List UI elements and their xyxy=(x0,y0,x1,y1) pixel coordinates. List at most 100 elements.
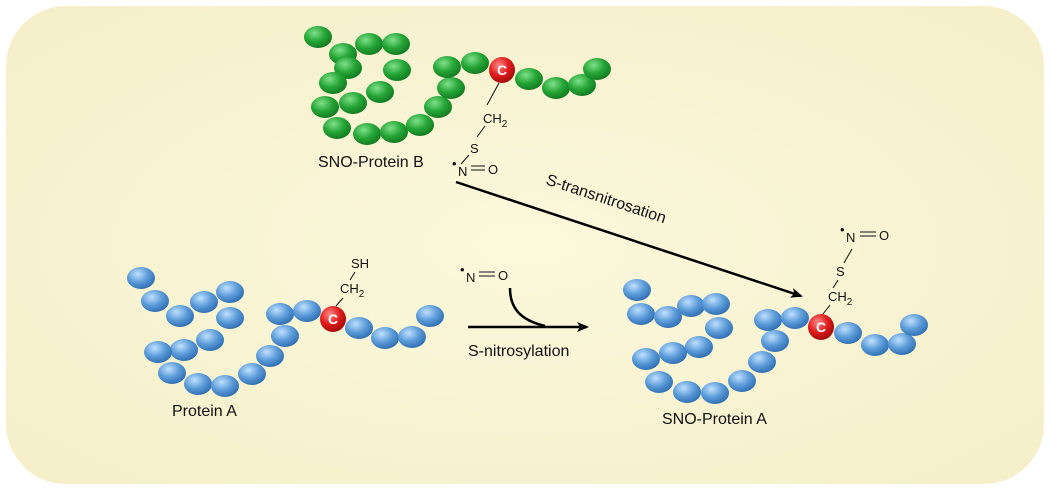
residue-bead xyxy=(304,26,332,48)
residue-bead xyxy=(170,339,198,361)
residue-bead xyxy=(190,291,218,313)
residue-bead xyxy=(323,117,351,139)
residue-bead xyxy=(238,363,266,385)
residue-bead xyxy=(685,336,713,358)
cysteine-label: C xyxy=(816,319,826,335)
residue-bead xyxy=(345,317,373,339)
residue-bead xyxy=(754,309,782,331)
residue-bead xyxy=(319,72,347,94)
residue-bead xyxy=(211,375,239,397)
residue-bead xyxy=(353,123,381,145)
residue-bead xyxy=(627,303,655,325)
residue-bead xyxy=(702,293,730,315)
transnitrosation-arrow xyxy=(455,180,803,298)
residue-bead xyxy=(781,307,809,329)
residue-bead xyxy=(834,322,862,344)
bond-s-n xyxy=(843,248,853,264)
residue-bead xyxy=(861,334,889,356)
residue-bead xyxy=(271,325,299,347)
residue-bead xyxy=(654,306,682,328)
residue-bead xyxy=(437,77,465,99)
sulfur-atom: S xyxy=(470,141,479,156)
residue-bead xyxy=(542,77,570,99)
nitrogen-atom: N xyxy=(466,270,475,285)
radical-dot: • xyxy=(460,262,465,277)
residue-bead xyxy=(701,382,729,404)
cysteine-label: C xyxy=(497,62,507,78)
residue-bead xyxy=(196,329,224,351)
residue-bead xyxy=(515,68,543,90)
nitric-oxide-reagent: • N O xyxy=(460,262,508,285)
nitrogen-atom: N xyxy=(846,230,855,245)
oxygen-atom: O xyxy=(498,268,508,283)
residue-bead xyxy=(632,348,660,370)
sulfur-atom: S xyxy=(836,264,845,279)
sno-protein-a-label: SNO-Protein A xyxy=(662,411,767,428)
protein-a: C CH2 SH Protein A xyxy=(127,256,444,420)
residue-bead xyxy=(398,326,426,348)
residue-bead xyxy=(166,305,194,327)
residue-bead xyxy=(583,58,611,80)
residue-bead xyxy=(380,121,408,143)
bond-ch2-s xyxy=(832,279,839,289)
residue-bead xyxy=(416,305,444,327)
residue-bead xyxy=(406,114,434,136)
residue-bead xyxy=(216,307,244,329)
residue-bead xyxy=(568,74,596,96)
residue-bead xyxy=(705,317,733,339)
residue-bead xyxy=(433,56,461,78)
bond-ch2-sh xyxy=(349,271,356,281)
ch2-group: CH2 xyxy=(483,111,508,130)
residue-bead xyxy=(645,371,673,393)
residue-bead xyxy=(728,370,756,392)
residue-bead xyxy=(144,341,172,363)
radical-dot: • xyxy=(452,156,457,171)
residue-bead xyxy=(339,92,367,114)
residue-bead xyxy=(158,362,186,384)
bond-c-ch2 xyxy=(335,297,344,307)
oxygen-atom: O xyxy=(488,162,498,177)
residue-bead xyxy=(293,300,321,322)
bond-c-ch2 xyxy=(822,304,831,315)
ch2-group: CH2 xyxy=(340,281,365,300)
residue-bead xyxy=(888,333,916,355)
residue-bead xyxy=(216,281,244,303)
cysteine-b: C xyxy=(489,57,515,83)
residue-bead xyxy=(424,96,452,118)
residue-bead xyxy=(334,57,362,79)
residue-bead xyxy=(311,96,339,118)
residue-bead xyxy=(366,81,394,103)
cysteine-a: C xyxy=(320,306,346,332)
bond-s-n xyxy=(460,154,470,165)
residue-bead xyxy=(748,351,776,373)
sno-protein-b: C CH2 S • N O SNO-Protein B xyxy=(304,26,611,179)
residue-bead xyxy=(256,345,284,367)
no-input-curve xyxy=(508,287,546,328)
residue-bead xyxy=(141,290,169,312)
cysteine-sno-a: C xyxy=(808,314,834,340)
protein-a-label: Protein A xyxy=(172,403,237,420)
cysteine-label: C xyxy=(328,311,338,327)
residue-bead xyxy=(371,327,399,349)
residue-bead xyxy=(355,33,383,55)
nitrosylation-label: S-nitrosylation xyxy=(468,343,569,360)
ch2-group: CH2 xyxy=(828,289,853,308)
residue-bead xyxy=(461,52,489,74)
thiol-group: SH xyxy=(351,256,369,271)
residue-bead xyxy=(184,373,212,395)
residue-bead xyxy=(266,303,294,325)
nitrogen-atom: N xyxy=(458,164,467,179)
oxygen-atom: O xyxy=(879,228,889,243)
bond-ch2-s xyxy=(476,125,486,138)
residue-bead xyxy=(382,33,410,55)
bond-c-ch2 xyxy=(486,82,500,106)
residue-bead xyxy=(761,330,789,352)
radical-dot: • xyxy=(840,222,845,237)
residue-bead xyxy=(659,342,687,364)
residue-bead xyxy=(677,295,705,317)
residue-bead xyxy=(127,267,155,289)
residue-bead xyxy=(623,279,651,301)
residue-bead xyxy=(383,59,411,81)
residue-bead xyxy=(673,381,701,403)
